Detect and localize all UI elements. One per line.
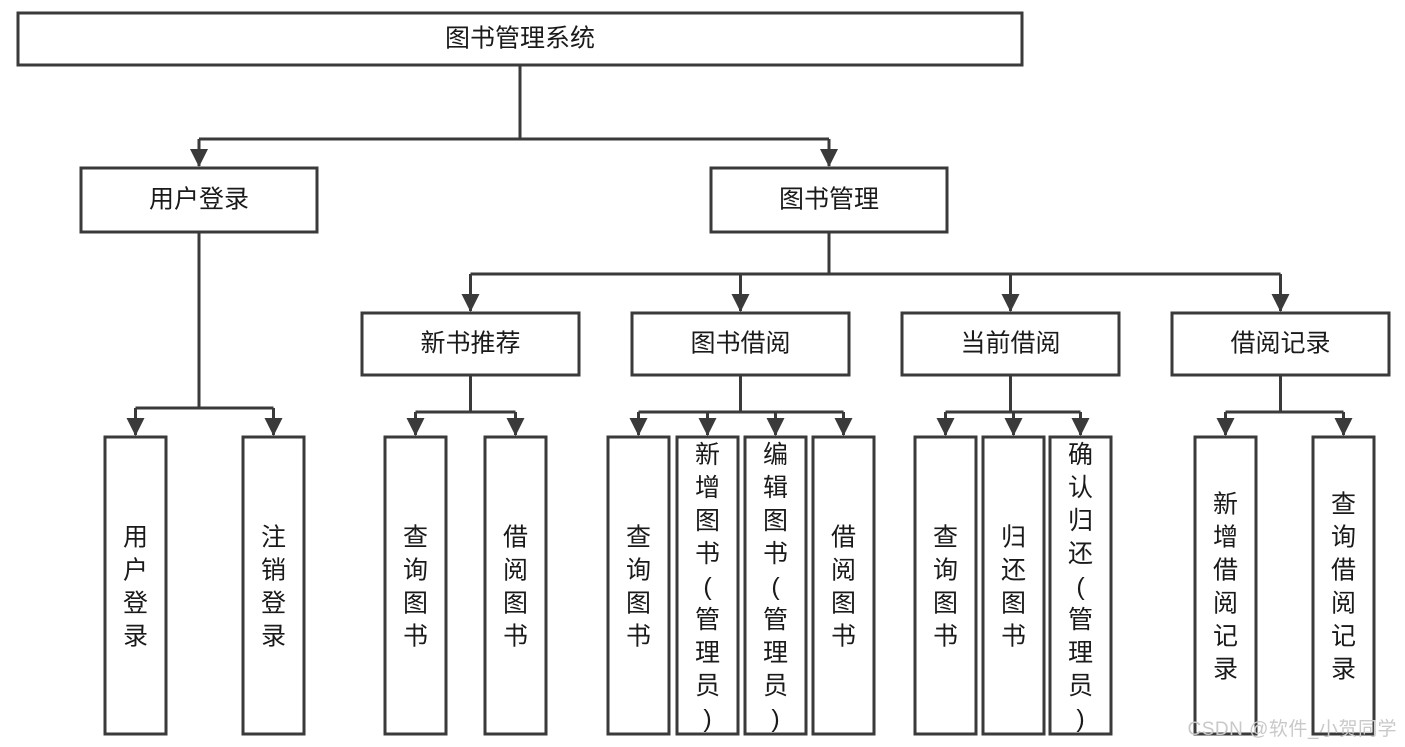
node-box-leaf-user-logout[interactable] (241, 435, 306, 736)
node-box-leaf-query-book-cur[interactable] (913, 435, 978, 736)
node-leaf-query-borrow-record[interactable]: 查询借阅记录 (1311, 435, 1376, 736)
user-login-to-leaves-arrow (126, 418, 145, 436)
node-leaf-confirm-return-admin[interactable]: 确认归还(管理员) (1048, 435, 1113, 736)
node-box-l3-current-borrow[interactable] (900, 311, 1121, 377)
node-l3-current-borrow-to-leaves-arrow (936, 418, 955, 436)
node-box-l2-user-login[interactable] (79, 166, 319, 234)
node-label-leaf-query-book-cur: 查询图书 (933, 524, 958, 651)
node-label-leaf-borrow-book: 借阅图书 (831, 524, 856, 651)
user-login-to-leaves-arrow (264, 418, 283, 436)
root-to-level2-arrow (190, 149, 208, 167)
book-manage-to-level3-arrow (731, 294, 750, 312)
node-leaf-query-book[interactable]: 查询图书 (606, 435, 671, 736)
node-box-leaf-return-book[interactable] (981, 435, 1046, 736)
node-l3-current-borrow-to-leaves-arrow (1004, 418, 1023, 436)
node-box-leaf-borrow-book[interactable] (811, 435, 876, 736)
node-box-leaf-query-book[interactable] (606, 435, 671, 736)
node-box-leaf-query-borrow-record[interactable] (1311, 435, 1376, 736)
node-leaf-user-logout[interactable]: 注销登录 (241, 435, 306, 736)
node-label-leaf-query-borrow-record: 查询借阅记录 (1331, 491, 1356, 684)
node-label-leaf-confirm-return-admin: 确认归还(管理员) (1068, 441, 1093, 733)
node-leaf-return-book[interactable]: 归还图书 (981, 435, 1046, 736)
node-l3-current-borrow[interactable]: 当前借阅 (900, 311, 1121, 377)
node-leaf-borrow-book-rec[interactable]: 借阅图书 (483, 435, 548, 736)
node-leaf-add-borrow-record[interactable]: 新增借阅记录 (1193, 435, 1258, 736)
book-manage-to-level3-arrow (1271, 294, 1290, 312)
node-label-root: 图书管理系统 (445, 25, 595, 53)
node-label-leaf-query-book-rec: 查询图书 (403, 524, 428, 651)
node-box-l3-new-book-rec[interactable] (360, 311, 581, 377)
node-label-leaf-add-borrow-record: 新增借阅记录 (1213, 491, 1238, 684)
node-l3-new-book-rec-to-leaves-arrow (406, 418, 425, 436)
node-label-l2-book-manage: 图书管理 (779, 186, 879, 214)
node-boxes: 图书管理系统用户登录图书管理新书推荐图书借阅当前借阅借阅记录用户登录注销登录查询… (16, 11, 1391, 736)
node-leaf-borrow-book[interactable]: 借阅图书 (811, 435, 876, 736)
connector-lines (126, 65, 1353, 436)
node-l3-current-borrow-to-leaves-arrow (1071, 418, 1090, 436)
node-label-l3-current-borrow: 当前借阅 (960, 330, 1060, 358)
node-label-leaf-borrow-book-rec: 借阅图书 (503, 524, 528, 651)
node-l3-book-borrow-to-leaves-arrow (629, 418, 648, 436)
node-l3-borrow-record-to-leaves-arrow (1334, 418, 1353, 436)
node-box-l2-book-manage[interactable] (709, 166, 949, 234)
node-label-l3-borrow-record: 借阅记录 (1230, 330, 1330, 358)
book-manage-to-level3-arrow (461, 294, 480, 312)
node-l3-new-book-rec[interactable]: 新书推荐 (360, 311, 581, 377)
node-label-leaf-query-book: 查询图书 (626, 524, 651, 651)
node-box-l3-borrow-record[interactable] (1170, 311, 1391, 377)
node-l3-book-borrow[interactable]: 图书借阅 (630, 311, 851, 377)
node-label-leaf-user-logout: 注销登录 (261, 524, 286, 651)
node-leaf-edit-book-admin[interactable]: 编辑图书(管理员) (743, 435, 808, 736)
node-l2-book-manage[interactable]: 图书管理 (709, 166, 949, 234)
book-manage-to-level3-arrow (1001, 294, 1020, 312)
node-box-leaf-edit-book-admin[interactable] (743, 435, 808, 736)
node-l3-borrow-record[interactable]: 借阅记录 (1170, 311, 1391, 377)
node-leaf-query-book-rec[interactable]: 查询图书 (383, 435, 448, 736)
node-box-l3-book-borrow[interactable] (630, 311, 851, 377)
node-label-l3-new-book-rec: 新书推荐 (420, 330, 520, 358)
node-label-leaf-return-book: 归还图书 (1001, 524, 1026, 651)
node-label-l2-user-login: 用户登录 (149, 186, 249, 214)
node-l3-book-borrow-to-leaves-arrow (698, 418, 717, 436)
node-leaf-add-book-admin[interactable]: 新增图书(管理员) (675, 435, 740, 736)
node-leaf-query-book-cur[interactable]: 查询图书 (913, 435, 978, 736)
node-label-leaf-edit-book-admin: 编辑图书(管理员) (763, 441, 788, 733)
node-box-leaf-confirm-return-admin[interactable] (1048, 435, 1113, 736)
root-to-level2-arrow (820, 149, 838, 167)
node-l3-book-borrow-to-leaves-arrow (766, 418, 785, 436)
node-box-root[interactable] (16, 11, 1024, 67)
node-root[interactable]: 图书管理系统 (16, 11, 1024, 67)
node-box-leaf-add-borrow-record[interactable] (1193, 435, 1258, 736)
node-l3-new-book-rec-to-leaves-arrow (506, 418, 525, 436)
node-l3-book-borrow-to-leaves-arrow (834, 418, 853, 436)
node-l3-borrow-record-to-leaves-arrow (1216, 418, 1235, 436)
node-l2-user-login[interactable]: 用户登录 (79, 166, 319, 234)
node-box-leaf-query-book-rec[interactable] (383, 435, 448, 736)
node-leaf-user-login[interactable]: 用户登录 (103, 435, 168, 736)
node-box-leaf-user-login[interactable] (103, 435, 168, 736)
node-box-leaf-borrow-book-rec[interactable] (483, 435, 548, 736)
node-box-leaf-add-book-admin[interactable] (675, 435, 740, 736)
node-label-leaf-add-book-admin: 新增图书(管理员) (695, 441, 720, 733)
node-label-l3-book-borrow: 图书借阅 (690, 330, 790, 358)
node-label-leaf-user-login: 用户登录 (123, 524, 148, 651)
